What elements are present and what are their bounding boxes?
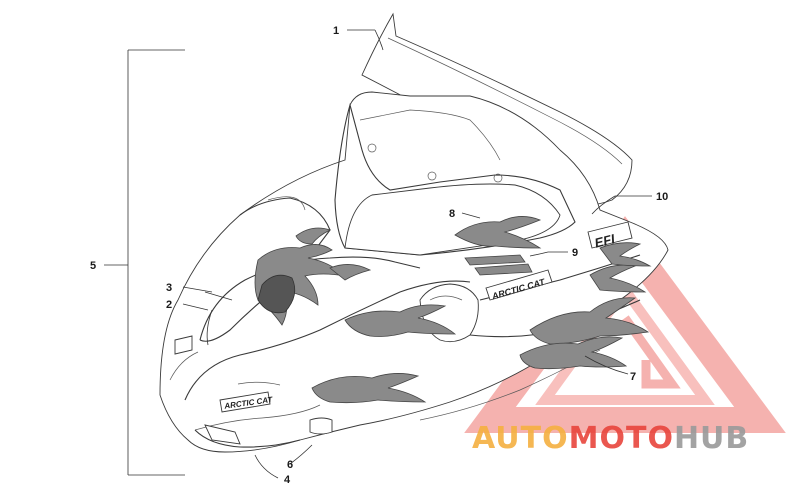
callout-9: 9 bbox=[572, 247, 578, 259]
callout-3: 3 bbox=[166, 282, 172, 294]
callout-8: 8 bbox=[449, 208, 455, 220]
efi-badge-text: EFI bbox=[593, 231, 617, 251]
callout-2: 2 bbox=[166, 299, 172, 311]
callout-1: 1 bbox=[333, 25, 339, 37]
callout-10: 10 bbox=[656, 191, 668, 203]
watermark-auto: AUTO bbox=[472, 421, 569, 456]
callout-labels: 1 2 3 4 5 6 7 8 9 10 bbox=[90, 25, 668, 486]
callout-4: 4 bbox=[284, 474, 291, 486]
flame-decal-center bbox=[454, 216, 542, 276]
flame-decal-side bbox=[311, 242, 652, 404]
callout-6: 6 bbox=[287, 459, 293, 471]
flame-decal-left bbox=[254, 227, 372, 326]
watermark-moto: MOTO bbox=[569, 421, 674, 456]
watermark-text: AUTOMOTOHUB bbox=[472, 421, 749, 456]
assembly-bracket bbox=[104, 49, 185, 476]
leader-lines bbox=[182, 29, 652, 479]
callout-5: 5 bbox=[90, 260, 96, 272]
callout-7: 7 bbox=[630, 371, 636, 383]
efi-badge: EFI bbox=[587, 221, 633, 251]
svg-text:AUTOMOTOHUB: AUTOMOTOHUB bbox=[472, 421, 749, 456]
watermark-hub: HUB bbox=[674, 421, 749, 456]
